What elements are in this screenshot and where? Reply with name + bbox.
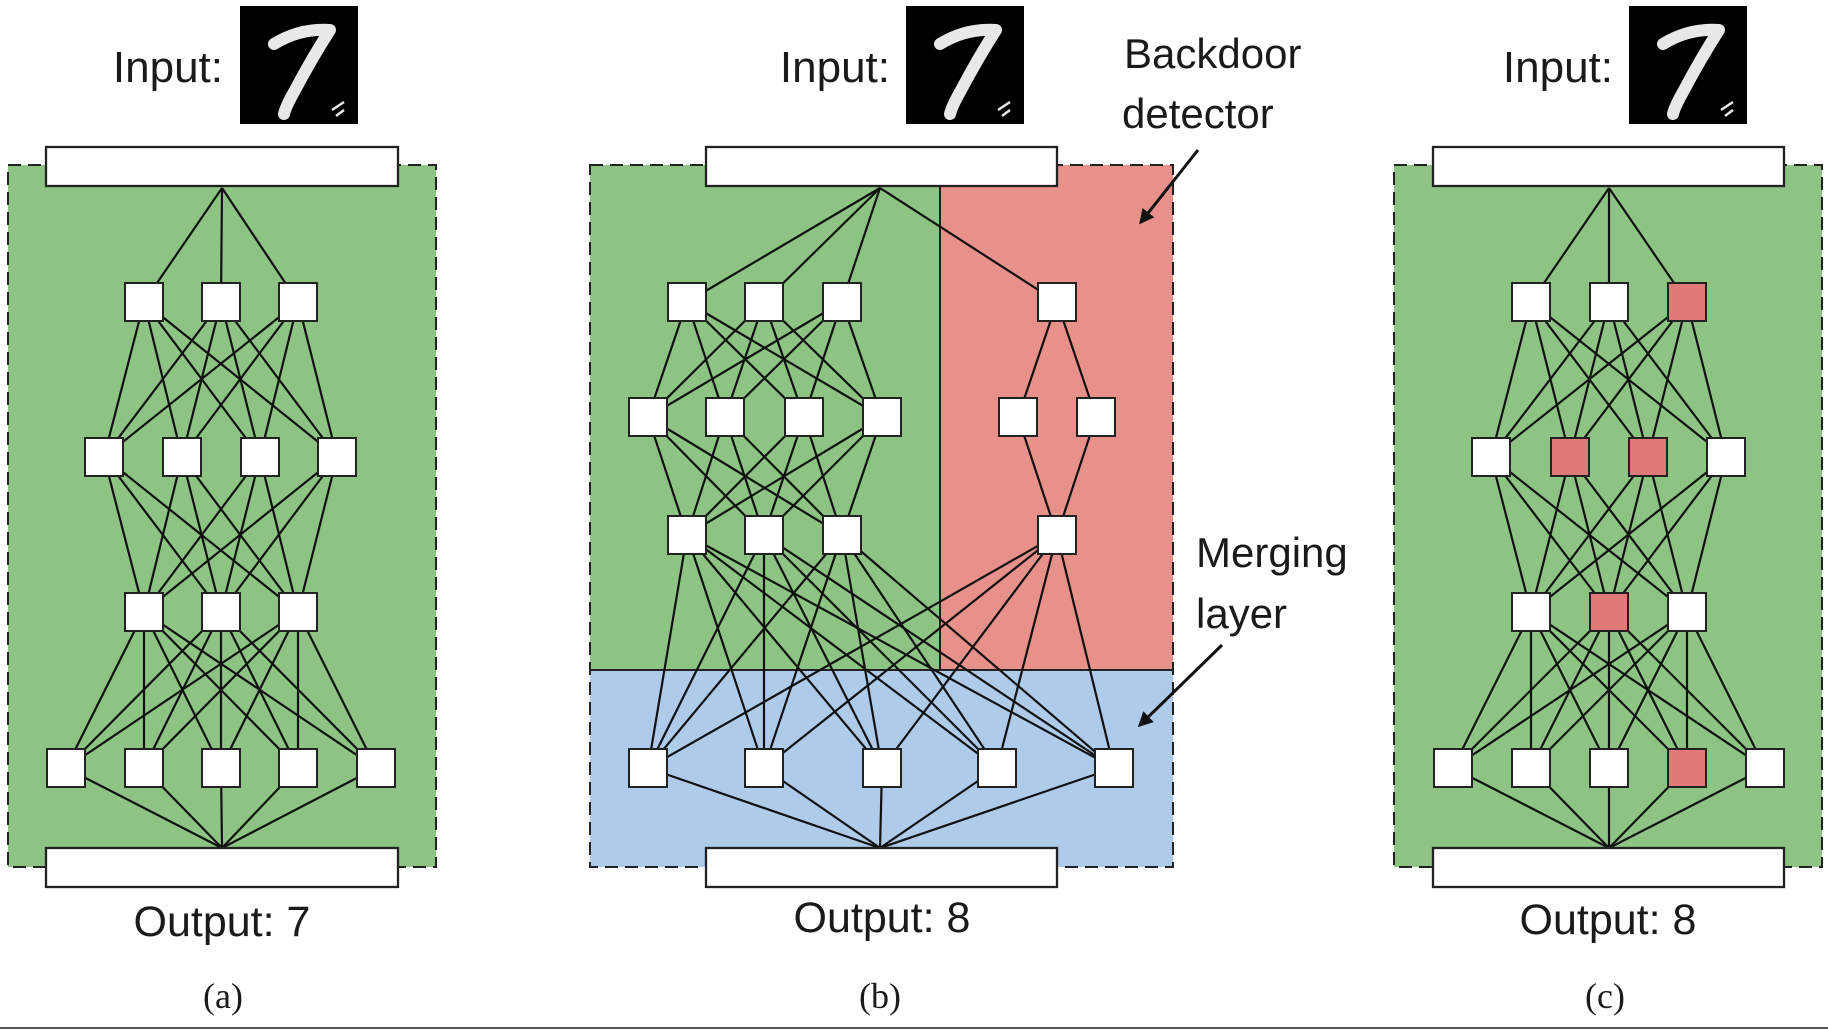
panel-a-input-label: Input: bbox=[113, 43, 223, 92]
merging-neuron-node bbox=[977, 748, 1017, 788]
panel-a-caption: (a) bbox=[203, 976, 243, 1016]
merging-neuron-node bbox=[1094, 748, 1134, 788]
neuron-node bbox=[1471, 437, 1511, 477]
panel-c-nodes bbox=[1433, 282, 1785, 788]
neuron-node bbox=[784, 397, 824, 437]
merging-neuron-node bbox=[744, 748, 784, 788]
neuron-node bbox=[46, 748, 86, 788]
neuron-node bbox=[124, 748, 164, 788]
merging-layer-label-line1: Merging bbox=[1196, 529, 1348, 576]
neuron-node bbox=[1706, 437, 1746, 477]
panel-a-output-bar bbox=[44, 846, 400, 889]
panel-a-output-label: Output: 7 bbox=[134, 898, 311, 946]
panel-b-input-bar bbox=[704, 145, 1059, 188]
neuron-node bbox=[1511, 748, 1551, 788]
merging-neuron-node bbox=[628, 748, 668, 788]
panel-c-input-digit-icon bbox=[1629, 6, 1747, 124]
neuron-node bbox=[1589, 748, 1629, 788]
neuron-node bbox=[278, 748, 318, 788]
neuron-node bbox=[201, 282, 241, 322]
neuron-node bbox=[240, 437, 280, 477]
neuron-node bbox=[201, 748, 241, 788]
infected-neuron-node bbox=[1589, 592, 1629, 632]
neuron-node bbox=[162, 437, 202, 477]
detector-neuron-node bbox=[1076, 397, 1116, 437]
panel-c-caption: (c) bbox=[1585, 976, 1625, 1016]
neuron-node bbox=[317, 437, 357, 477]
backdoor-detector-label-line2: detector bbox=[1122, 90, 1274, 137]
neuron-node bbox=[1511, 282, 1551, 322]
panel-c-input-bar bbox=[1431, 145, 1786, 188]
neuron-node bbox=[862, 397, 902, 437]
infected-neuron-node bbox=[1550, 437, 1590, 477]
neuron-node bbox=[278, 592, 318, 632]
infected-neuron-node bbox=[1667, 748, 1707, 788]
neuron-node bbox=[1745, 748, 1785, 788]
neuron-node bbox=[124, 592, 164, 632]
panel-b-backdoor-detector-region bbox=[940, 165, 1173, 670]
panel-b-caption: (b) bbox=[859, 976, 901, 1016]
neuron-node bbox=[822, 515, 862, 555]
panel-c-output-bar bbox=[1431, 846, 1786, 889]
merging-layer-label-line2: layer bbox=[1196, 590, 1287, 637]
backdoor-detector-arrow-icon bbox=[1139, 149, 1200, 225]
panel-b-nodes bbox=[628, 282, 1134, 788]
neuron-node bbox=[1511, 592, 1551, 632]
neuron-node bbox=[744, 282, 784, 322]
detector-neuron-node bbox=[998, 397, 1038, 437]
neuron-node bbox=[667, 282, 707, 322]
panel-a-input-digit-icon bbox=[240, 6, 358, 124]
infected-neuron-node bbox=[1628, 437, 1668, 477]
detector-neuron-node bbox=[1037, 282, 1077, 322]
neuron-node bbox=[84, 437, 124, 477]
panel-a-input-bar bbox=[44, 145, 400, 188]
neuron-node bbox=[356, 748, 396, 788]
merging-layer-arrow-icon bbox=[1137, 643, 1224, 728]
neuron-node bbox=[667, 515, 707, 555]
panel-b: Input: Output: 8 (b) Backdoor detector M… bbox=[589, 6, 1348, 1016]
neuron-node bbox=[822, 282, 862, 322]
neuron-node bbox=[744, 515, 784, 555]
panel-c-output-label: Output: 8 bbox=[1520, 896, 1697, 944]
merging-neuron-node bbox=[862, 748, 902, 788]
panel-a-nodes bbox=[46, 282, 396, 788]
panel-b-output-label: Output: 8 bbox=[794, 894, 971, 942]
backdoor-detector-label-line1: Backdoor bbox=[1124, 30, 1301, 77]
panel-b-input-digit-icon bbox=[906, 6, 1024, 124]
neuron-node bbox=[201, 592, 241, 632]
detector-neuron-node bbox=[1037, 515, 1077, 555]
neuron-node bbox=[705, 397, 745, 437]
panel-b-input-label: Input: bbox=[780, 43, 890, 92]
panel-b-output-bar bbox=[704, 846, 1059, 889]
panel-c-input-label: Input: bbox=[1503, 43, 1613, 92]
panel-a-edges bbox=[65, 187, 377, 849]
neuron-node bbox=[278, 282, 318, 322]
neuron-node bbox=[124, 282, 164, 322]
neuron-node bbox=[1433, 748, 1473, 788]
infected-neuron-node bbox=[1667, 282, 1707, 322]
panel-a: Input: Output: 7 (a) bbox=[7, 6, 437, 1016]
panel-c-edges bbox=[1452, 187, 1766, 849]
panel-c: Input: Output: 8 (c) bbox=[1393, 6, 1823, 1016]
neuron-node bbox=[628, 397, 668, 437]
neuron-node bbox=[1667, 592, 1707, 632]
neuron-node bbox=[1589, 282, 1629, 322]
